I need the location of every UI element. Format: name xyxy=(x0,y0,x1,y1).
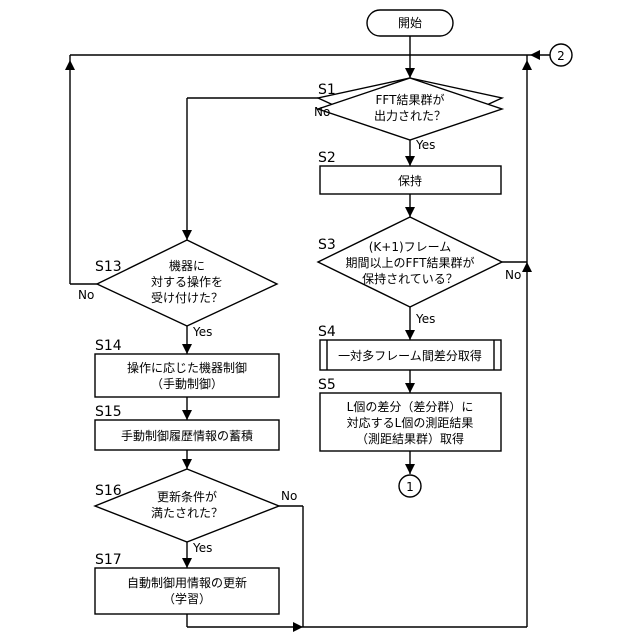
s14-line-2: （手動制御） xyxy=(151,376,223,391)
s1-line-1: FFT結果群が xyxy=(376,92,445,107)
s13-line-1: 機器に xyxy=(169,258,205,273)
s3-line-1: (K+1)フレーム xyxy=(369,240,452,254)
s3-no-label: No xyxy=(505,268,521,282)
s3-line-3: 保持されている？ xyxy=(362,271,458,286)
s13-no-label: No xyxy=(78,288,94,302)
s16-step-id: S16 xyxy=(95,483,122,499)
s4-step-id: S4 xyxy=(318,324,336,340)
s5-line-1: L個の差分（差分群）に xyxy=(347,400,474,414)
s16-no-label: No xyxy=(281,489,297,503)
s5-step-id: S5 xyxy=(318,377,336,393)
s13-line-3: 受け付けた？ xyxy=(151,291,223,305)
s15-line-1: 手動制御履歴情報の蓄積 xyxy=(121,428,253,443)
connector-1-label: 1 xyxy=(406,480,414,494)
s15-step-id: S15 xyxy=(95,404,122,420)
s3-step-id: S3 xyxy=(318,237,336,253)
s1-step-id: S1 xyxy=(318,82,336,98)
decision-s1: FFT結果群が 出力された？ S1 No Yes xyxy=(314,78,502,152)
start-terminal: 開始 xyxy=(367,10,453,36)
s13-yes-label: Yes xyxy=(192,325,212,339)
s2-step-id: S2 xyxy=(318,150,336,166)
s14-step-id: S14 xyxy=(95,338,122,354)
s1-no-label: No xyxy=(314,105,330,119)
decision-s3: (K+1)フレーム 期間以上のFFT結果群が 保持されている？ S3 No Ye… xyxy=(318,217,521,326)
connector-2-label: 2 xyxy=(557,49,565,63)
decision-s16: 更新条件が 満たされた？ S16 No Yes xyxy=(95,469,297,555)
start-label: 開始 xyxy=(398,16,422,30)
connector-2: 2 xyxy=(550,44,572,66)
decision-s13: 機器に 対する操作を 受け付けた？ S13 No Yes xyxy=(78,240,277,339)
s17-line-1: 自動制御用情報の更新 xyxy=(127,575,247,590)
s3-line-2: 期間以上のFFT結果群が xyxy=(346,255,475,270)
s1-yes-label: Yes xyxy=(415,138,435,152)
s17-line-2: （学習） xyxy=(163,591,211,606)
s13-line-2: 対する操作を xyxy=(151,274,223,289)
s14-line-1: 操作に応じた機器制御 xyxy=(127,360,247,375)
s1-line-2: 出力された？ xyxy=(374,109,446,123)
s17-step-id: S17 xyxy=(95,552,122,568)
connector-1: 1 xyxy=(399,475,421,497)
s5-line-2: 対応するL個の測距結果 xyxy=(347,416,474,430)
s13-step-id: S13 xyxy=(95,259,122,275)
flow-lines xyxy=(70,36,550,627)
s2-line-1: 保持 xyxy=(398,173,422,188)
s5-line-3: （測距結果群）取得 xyxy=(356,431,464,446)
s4-line-1: 一対多フレーム間差分取得 xyxy=(338,348,482,363)
s16-line-1: 更新条件が xyxy=(157,489,217,504)
s16-yes-label: Yes xyxy=(192,541,212,555)
s16-line-2: 満たされた？ xyxy=(151,506,223,520)
s3-yes-label: Yes xyxy=(415,312,435,326)
